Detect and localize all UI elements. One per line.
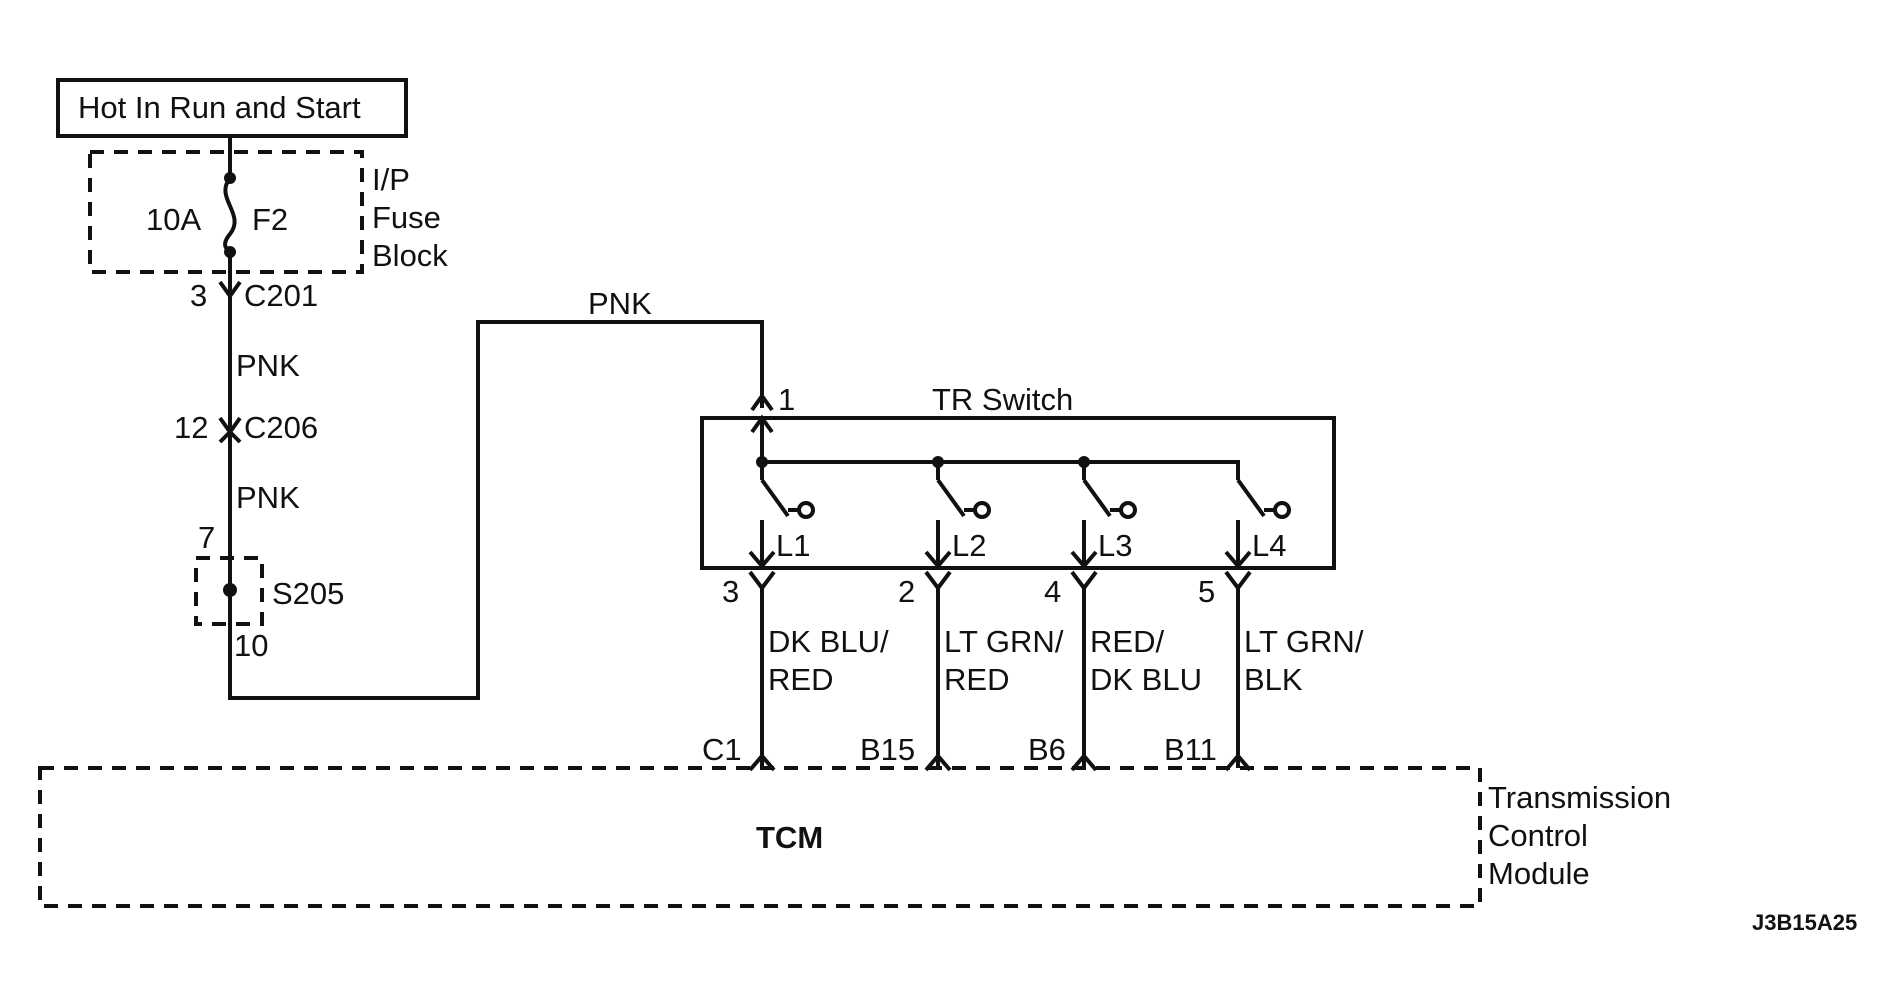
wire-color-label: DK BLU/ RED <box>768 624 897 697</box>
switch-pin-number: 2 <box>898 574 915 609</box>
fuse-block-name-line: Fuse <box>372 200 441 235</box>
fuse-block-name-line: I/P <box>372 162 409 197</box>
tcm-name-line: Transmission <box>1488 780 1671 815</box>
switch-output-arrow <box>748 550 776 570</box>
wire-color-label: PNK <box>588 286 652 321</box>
switch-pin-connector-icon <box>748 570 776 592</box>
wire-color-line: LT GRN/ <box>944 624 1064 659</box>
switch-arm <box>1082 478 1112 518</box>
switch-pin-connector-icon <box>1224 570 1252 592</box>
tcm-label: TCM <box>756 820 823 855</box>
switch-open-terminal <box>973 501 991 519</box>
wire-color-line: RED <box>768 662 833 697</box>
switch-output-arrow <box>1070 550 1098 570</box>
switch-open-terminal <box>1273 501 1291 519</box>
tcm-pin-label: C1 <box>702 732 742 767</box>
c201-pin: 3 <box>190 278 207 313</box>
switch-pin-connector-icon <box>924 570 952 592</box>
switch-contact-l1 <box>748 478 815 570</box>
wire-color-line: DK BLU/ <box>768 624 889 659</box>
tr-switch-box <box>700 416 1336 570</box>
wire-color-line: RED/ <box>1090 624 1164 659</box>
wire-color-line: LT GRN/ <box>1244 624 1364 659</box>
tcm-outline <box>38 766 1482 908</box>
switch-pin-number: 4 <box>1044 574 1061 609</box>
splice-id: S205 <box>272 576 344 611</box>
switch-contact-l2 <box>924 462 991 570</box>
switch-output-arrow <box>1224 550 1252 570</box>
fuse-id: F2 <box>252 202 288 237</box>
tcm-name-line: Module <box>1488 856 1590 891</box>
wire-color-line: DK BLU <box>1090 662 1202 697</box>
switch-pin-number: 3 <box>722 574 739 609</box>
wire-color-label: RED/ DK BLU <box>1090 624 1202 697</box>
fuse-rating: 10A <box>146 202 201 237</box>
tr-switch-input-pin: 1 <box>778 382 795 417</box>
fuse-block-name-line: Block <box>372 238 448 273</box>
switch-pin-connector-icon <box>1070 570 1098 592</box>
fuse-block-name: I/P Fuse Block <box>372 162 450 273</box>
contact-label: L4 <box>1252 528 1286 563</box>
tr-switch-bus <box>762 460 1240 480</box>
contact-label: L1 <box>776 528 810 563</box>
power-source-label: Hot In Run and Start <box>78 90 361 125</box>
splice-outline <box>194 556 264 626</box>
wire-color-label: PNK <box>236 348 300 383</box>
tcm-name: Transmission Control Module <box>1488 780 1680 891</box>
switch-arm <box>936 478 966 518</box>
switch-contact-l3 <box>1070 462 1137 570</box>
contact-label: L2 <box>952 528 986 563</box>
tcm-pin-connector-icon <box>924 752 952 772</box>
wire-color-label: LT GRN/ BLK <box>1244 624 1372 697</box>
wire-color-line: BLK <box>1244 662 1303 697</box>
tcm-pin-label: B6 <box>1028 732 1066 767</box>
tcm-pin-connector-icon <box>1070 752 1098 772</box>
switch-arm <box>1236 478 1266 518</box>
figure-id: J3B15A25 <box>1752 910 1857 935</box>
wire-color-line: RED <box>944 662 1009 697</box>
switch-pin-number: 5 <box>1198 574 1215 609</box>
c206-pin: 12 <box>174 410 208 445</box>
tcm-pin-label: B15 <box>860 732 915 767</box>
switch-open-terminal <box>1119 501 1137 519</box>
c201-name: C201 <box>244 278 318 313</box>
wire-color-label: PNK <box>236 480 300 515</box>
switch-output-arrow <box>924 550 952 570</box>
tcm-pin-connector-icon <box>1224 752 1252 772</box>
tcm-pin-connector-icon <box>748 752 776 772</box>
fuse-block-outline <box>88 150 364 274</box>
wire-color-label: LT GRN/ RED <box>944 624 1072 697</box>
tcm-name-line: Control <box>1488 818 1588 853</box>
wire-s205-to-tr-switch <box>228 320 764 700</box>
contact-label: L3 <box>1098 528 1132 563</box>
switch-contact-l4 <box>1224 478 1291 570</box>
switch-open-terminal <box>797 501 815 519</box>
splice-pin-out: 10 <box>234 628 268 663</box>
tcm-pin-label: B11 <box>1164 732 1217 767</box>
switch-arm <box>760 478 790 518</box>
tr-switch-title: TR Switch <box>932 382 1073 417</box>
c206-name: C206 <box>244 410 318 445</box>
fuse-icon <box>223 176 237 254</box>
splice-pin-in: 7 <box>198 520 215 555</box>
